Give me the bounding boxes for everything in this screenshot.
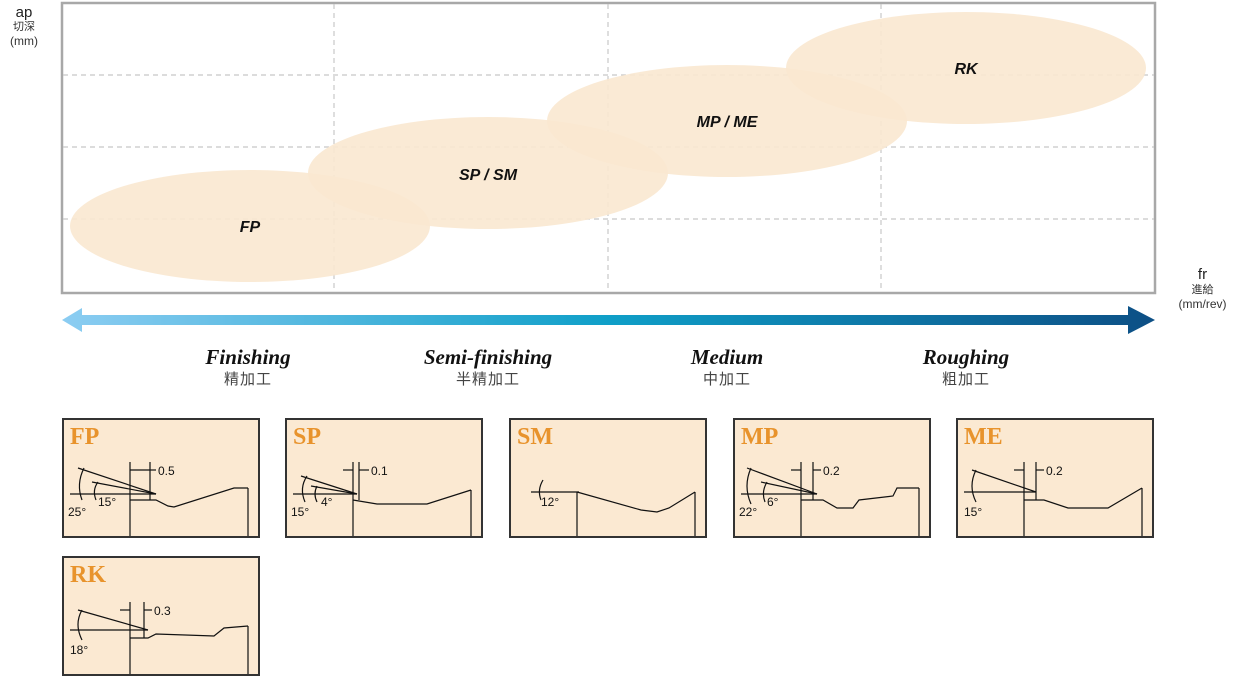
zone-label-fp: FP (240, 219, 261, 236)
chipbreaker-card-mp: MP 0.2 22° 6° (733, 418, 931, 538)
y-axis-title: ap (15, 4, 33, 21)
angle-label: 15° (291, 505, 309, 519)
land-width-label: 0.5 (158, 464, 175, 478)
angle-label: 4° (321, 495, 333, 509)
stage-medium: Medium 中加工 (617, 345, 837, 391)
stage-name: Roughing (922, 345, 1010, 369)
stage-name-cn: 中加工 (702, 371, 751, 388)
land-width-label: 0.2 (1046, 464, 1063, 478)
chipbreaker-profile-sp: 0.1 15° 4° (291, 462, 472, 536)
chipbreaker-profile-me: 0.2 15° (964, 462, 1143, 536)
chipbreaker-code: SP (293, 424, 322, 450)
chipbreaker-card-fp: FP 0.5 25° 15° (62, 418, 260, 538)
chipbreaker-card-me: ME 0.2 15° (956, 418, 1154, 538)
zone-rk (786, 12, 1146, 124)
x-axis-title-cn: 進給 (1191, 284, 1214, 296)
chipbreaker-profile-fp: 0.5 25° 15° (68, 462, 249, 536)
zone-label-rk: RK (954, 61, 979, 78)
stage-name: Medium (690, 345, 764, 369)
y-axis-title-cn: 切深 (13, 21, 35, 33)
stage-name-cn: 粗加工 (941, 371, 990, 388)
angle-label: 22° (739, 505, 757, 519)
stage-name-cn: 精加工 (223, 371, 272, 388)
angle-label: 18° (70, 643, 88, 657)
land-width-label: 0.1 (371, 464, 388, 478)
stage-finishing: Finishing 精加工 (138, 345, 358, 391)
chipbreaker-code: FP (70, 424, 100, 450)
stage-name: Finishing (205, 345, 291, 369)
y-axis-unit: (mm) (10, 34, 38, 48)
zone-label-mp-me: MP / ME (697, 114, 759, 131)
angle-label: 12° (541, 495, 559, 509)
chipbreaker-card-rk: RK 0.3 18° (62, 556, 260, 676)
chipbreaker-code: MP (741, 424, 779, 450)
angle-label: 15° (964, 505, 982, 519)
x-axis-unit: (mm/rev) (1178, 297, 1227, 311)
chipbreaker-code: ME (964, 424, 1003, 450)
y-axis-label: ap 切深 (mm) (0, 4, 48, 48)
chipbreaker-profile-mp: 0.2 22° 6° (739, 462, 920, 536)
stage-name: Semi-finishing (423, 345, 553, 369)
zone-label-sp-sm: SP / SM (459, 167, 518, 184)
stage-semi-finishing: Semi-finishing 半精加工 (378, 345, 598, 391)
angle-label: 6° (767, 495, 779, 509)
stage-name-cn: 半精加工 (455, 371, 520, 388)
x-axis-title: fr (1197, 266, 1208, 283)
application-zones (70, 12, 1146, 282)
angle-label: 25° (68, 505, 86, 519)
feed-direction-arrow (62, 306, 1155, 334)
land-width-label: 0.2 (823, 464, 840, 478)
chipbreaker-code: RK (70, 562, 106, 588)
angle-label: 15° (98, 495, 116, 509)
chipbreaker-card-sp: SP 0.1 15° 4° (285, 418, 483, 538)
chipbreaker-profile-sm: 12° (531, 479, 696, 536)
x-axis-label: fr 進給 (mm/rev) (1160, 266, 1245, 311)
chipbreaker-code: SM (517, 424, 553, 450)
land-width-label: 0.3 (154, 604, 171, 618)
stage-roughing: Roughing 粗加工 (856, 345, 1076, 391)
chipbreaker-card-sm: SM 12° (509, 418, 707, 538)
chipbreaker-profile-rk: 0.3 18° (70, 602, 249, 674)
